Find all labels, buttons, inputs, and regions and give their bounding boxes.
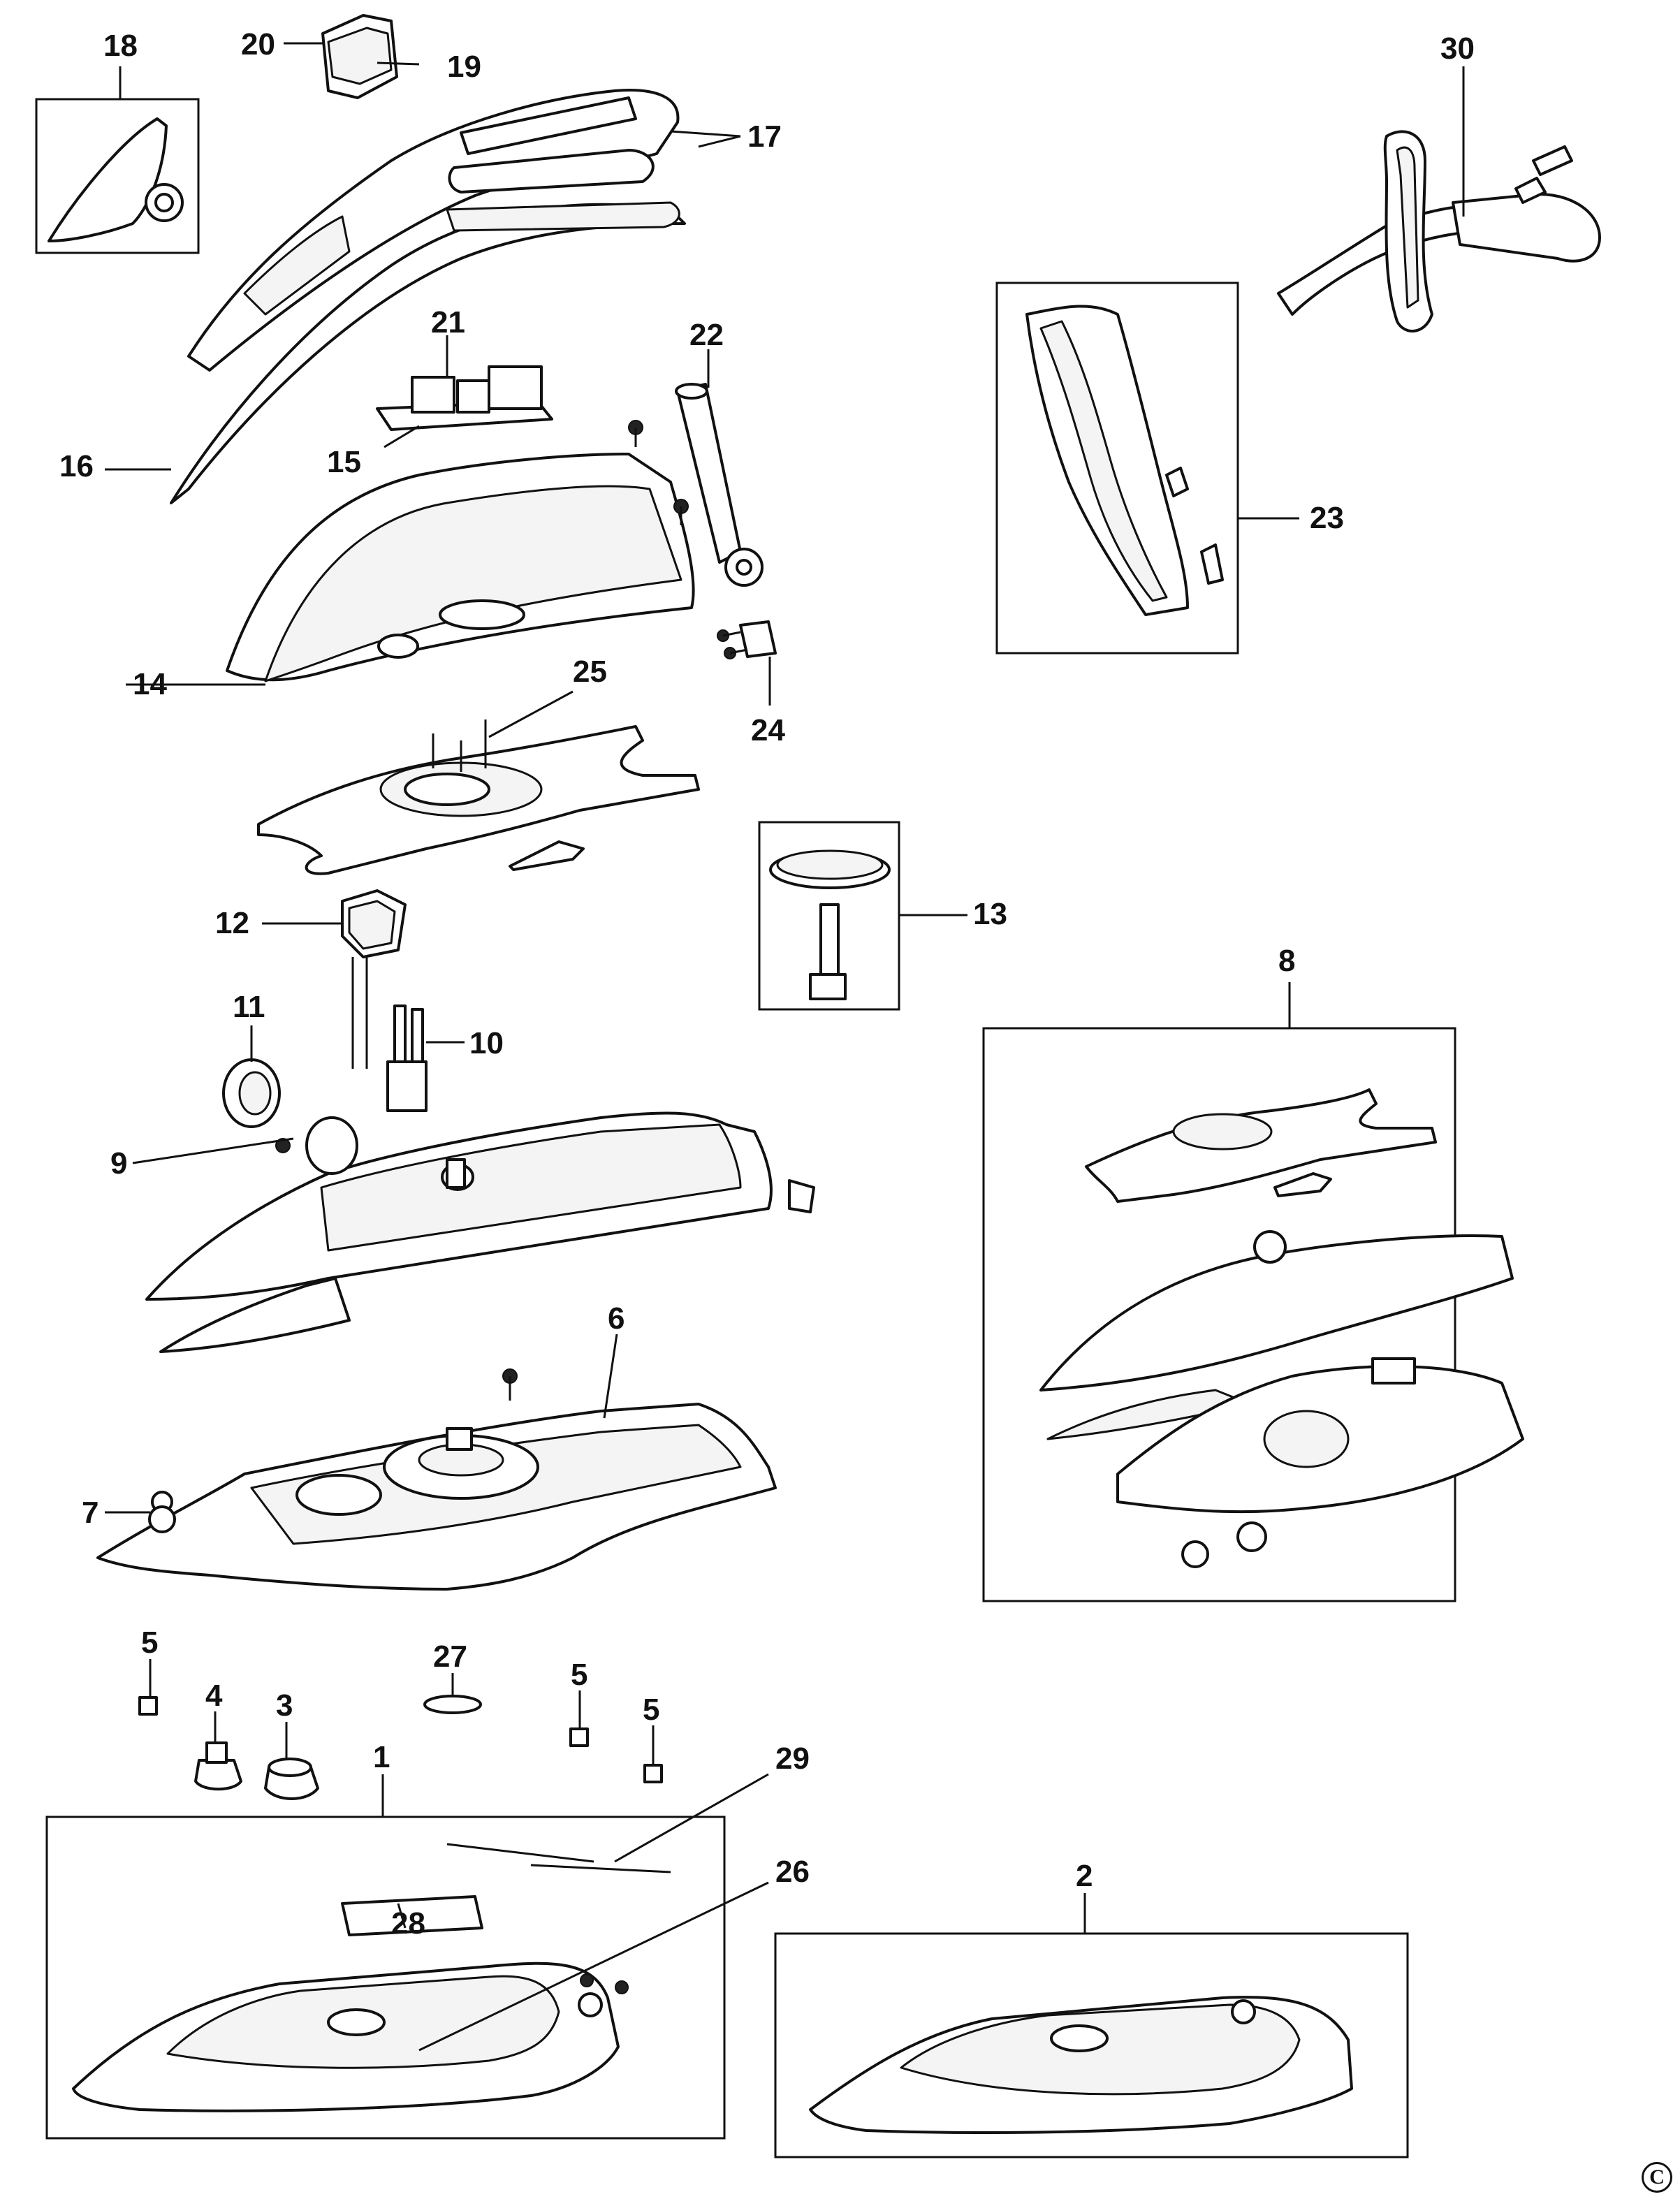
label-17: 17 [747, 119, 782, 154]
label-6: 6 [608, 1301, 624, 1336]
copyright-mark: C [1642, 2162, 1672, 2193]
label-11: 11 [233, 990, 265, 1024]
label-19: 19 [447, 50, 481, 84]
part-14-handle-body [126, 453, 695, 686]
main-body-housing [145, 1111, 815, 1353]
label-22: 22 [689, 318, 724, 352]
part-6-7-lower-housing [96, 1334, 777, 1591]
label-5b: 5 [571, 1658, 587, 1692]
label-1: 1 [373, 1740, 390, 1774]
label-14: 14 [133, 667, 167, 701]
part-22-spray-tube [675, 349, 764, 587]
part-25-top-plate [257, 690, 700, 875]
part-19-20-button [284, 14, 420, 99]
part-2-soleplate [774, 1893, 1409, 2158]
label-21: 21 [431, 305, 465, 339]
label-29: 29 [775, 1741, 810, 1776]
screws-handle [628, 420, 689, 525]
label-25: 25 [573, 655, 607, 689]
label-27: 27 [433, 1639, 467, 1674]
label-20: 20 [241, 27, 275, 61]
label-4: 4 [205, 1679, 223, 1713]
part-21-15-switch-block [376, 335, 553, 448]
part-1-soleplate-assembly [45, 1773, 769, 2140]
label-24: 24 [751, 713, 785, 747]
part-18-side-cover [35, 66, 200, 254]
part-8-assembly [982, 982, 1524, 1602]
label-7: 7 [82, 1496, 98, 1530]
label-5c: 5 [643, 1693, 659, 1727]
label-3: 3 [276, 1688, 293, 1723]
part-23-rear-cover [995, 282, 1299, 655]
part-13-dial-knob [758, 821, 967, 1011]
label-18: 18 [103, 29, 138, 63]
label-23: 23 [1310, 501, 1344, 535]
label-8: 8 [1278, 944, 1295, 978]
part-9-12-internal-parts [132, 889, 465, 1164]
part-labels: 18 20 19 17 30 21 22 16 15 23 14 25 24 1… [59, 27, 1475, 1941]
small-parts-row [138, 1659, 663, 1800]
part-16-17-handle-shell [105, 89, 741, 504]
label-9: 9 [110, 1146, 127, 1181]
label-2: 2 [1076, 1859, 1093, 1893]
label-28: 28 [391, 1906, 425, 1941]
label-26: 26 [775, 1855, 810, 1889]
part-24-clip [717, 620, 777, 706]
label-13: 13 [973, 897, 1007, 931]
label-10: 10 [469, 1026, 504, 1060]
part-30-power-cord [1277, 66, 1601, 333]
label-12: 12 [215, 906, 249, 940]
label-5a: 5 [141, 1625, 158, 1660]
label-16: 16 [59, 449, 94, 483]
label-30: 30 [1440, 31, 1475, 66]
label-15: 15 [327, 445, 361, 479]
